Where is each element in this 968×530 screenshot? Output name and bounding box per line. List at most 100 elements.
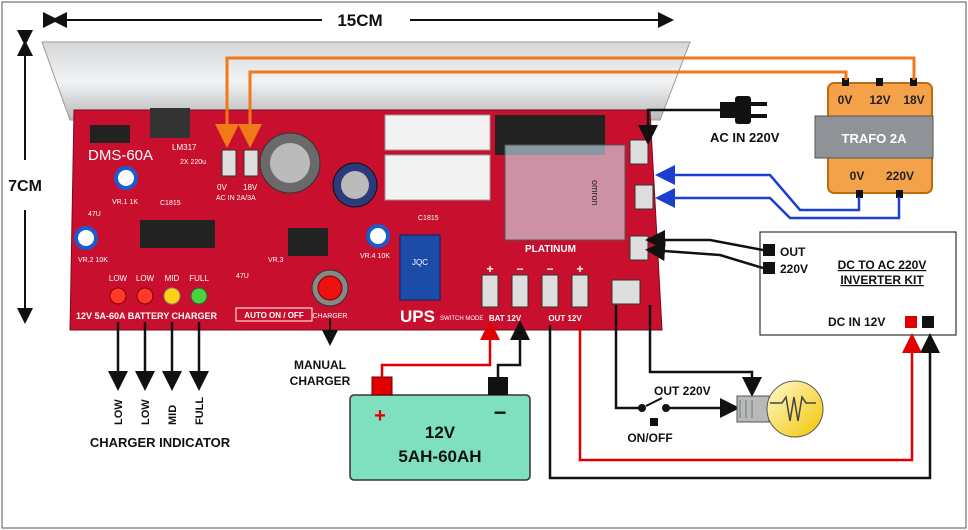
bat-12v-label: BAT 12V [489, 314, 522, 323]
height-label: 7CM [8, 178, 42, 195]
charger-button-label: CHARGER [312, 313, 347, 320]
vr4-trimmer [366, 224, 390, 248]
bat-terminal-plus [481, 274, 499, 308]
on-off-switch[interactable] [638, 397, 670, 426]
cap-label: 2X 220u [180, 159, 206, 166]
battery-capacity: 5AH-60AH [398, 447, 481, 466]
charger-button[interactable] [317, 275, 343, 301]
led-low2 [136, 287, 154, 305]
terminal-mark-1: + [486, 262, 493, 276]
trafo-top-0v: 0V [838, 93, 853, 107]
small-relay [399, 234, 441, 301]
trafo-bottom-0v: 0V [850, 169, 865, 183]
platinum-label: PLATINUM [525, 244, 576, 255]
battery-minus-terminal [488, 377, 508, 395]
transformer: TRAFO 2A 0V 12V 18V 0V 220V [814, 78, 934, 198]
vr4-label: VR.4 10K [360, 253, 390, 260]
vr2-label: VR.2 10K [78, 257, 108, 264]
dc-out-wires [548, 325, 940, 480]
height-dimension: 7CM [8, 30, 42, 324]
blue-wires [655, 165, 901, 220]
indicator-full: FULL [194, 397, 206, 425]
ic-2 [288, 228, 328, 256]
capacitor-large-2-top [341, 171, 369, 199]
led-full [190, 287, 208, 305]
dc-in-label: DC IN 12V [828, 315, 885, 329]
led-low1-label: LOW [109, 274, 128, 283]
indicator-low2: LOW [140, 399, 152, 425]
pcb-board: DMS-60A LM317 2X 220u 0V 18V AC IN 2A/3A… [69, 108, 663, 331]
out-12v-label: OUT 12V [548, 314, 582, 323]
pcb-220v-terminal [634, 184, 654, 210]
ac-terminal-0v [221, 149, 237, 177]
trafo-top-12v: 12V [869, 93, 890, 107]
main-relay [504, 144, 626, 241]
regulator-chip [150, 108, 190, 138]
terminal-mark-4: + [576, 262, 583, 276]
inverter-220v-label: 220V [780, 262, 808, 276]
battery-voltage: 12V [425, 423, 456, 442]
battery-plus-terminal [371, 376, 393, 396]
battery-plus-sign: + [374, 405, 386, 427]
led-low2-label: LOW [136, 274, 155, 283]
ic-1 [140, 220, 215, 248]
led-mid [163, 287, 181, 305]
trafo-title: TRAFO 2A [842, 131, 908, 146]
led-low1 [109, 287, 127, 305]
inductor-1 [384, 114, 491, 151]
ups-title: UPS [400, 307, 435, 326]
pcb-ac-in-terminal [629, 139, 649, 165]
switch-label: ON/OFF [627, 431, 672, 445]
vr1-label: VR.1 1K [112, 199, 138, 206]
dc-in-plus-terminal [905, 316, 917, 328]
inverter-out-terminal-2 [763, 262, 775, 274]
cap-47u-label-a: 47U [88, 211, 101, 218]
indicator-mid: MID [167, 405, 179, 425]
pcb-regulator: LM317 [172, 143, 197, 152]
orange-wires [215, 56, 916, 148]
ac-terminal-18v [243, 149, 259, 177]
width-label: 15CM [337, 11, 382, 30]
ac-in-18v-label: 18V [243, 183, 258, 192]
terminal-mark-2: − [516, 262, 523, 276]
out-220v-wires [614, 305, 762, 418]
relay-brand-label: omron [590, 180, 600, 206]
plug-body [735, 96, 751, 124]
battery: + − 12V 5AH-60AH [349, 376, 531, 481]
indicator-low1: LOW [113, 399, 125, 425]
ac-in-label: AC IN 220V [710, 130, 780, 145]
c1815-label-b: C1815 [418, 215, 439, 222]
switch-mode-label: SWITCH MODE [440, 316, 483, 322]
width-dimension: 15CM [43, 11, 674, 30]
charger-spec-label: 12V 5A-60A BATTERY CHARGER [76, 311, 218, 321]
bulb-icon [736, 380, 824, 438]
inverter-out-label: OUT [780, 245, 806, 259]
indicator-arrows [108, 322, 209, 391]
vr1-trimmer [114, 166, 138, 190]
cap-47u-label-b: 47U [236, 273, 249, 280]
led-full-label: FULL [189, 274, 209, 283]
auto-label-box [235, 307, 313, 322]
out-terminal-plus [571, 274, 589, 308]
ac-in-label: AC IN 2A/3A [216, 195, 256, 202]
auto-on-off-label: AUTO ON / OFF [244, 311, 304, 320]
inverter-kit: OUT 220V DC TO AC 220V INVERTER KIT DC I… [759, 231, 957, 336]
led-mid-label: MID [165, 274, 180, 283]
trafo-top-18v: 18V [903, 93, 924, 107]
manual-label-2: CHARGER [290, 374, 351, 388]
vr2-trimmer [74, 226, 98, 250]
diode [90, 125, 130, 143]
small-relay-label: JQC [412, 258, 428, 267]
capacitor-large-1-top [270, 143, 310, 183]
charger-indicator-label: CHARGER INDICATOR [90, 435, 231, 450]
heatsink [41, 41, 691, 121]
out-terminal-minus [541, 274, 559, 308]
battery-minus-sign: − [494, 400, 507, 425]
inverter-title-2: INVERTER KIT [840, 273, 924, 287]
c1815-label-a: C1815 [160, 200, 181, 207]
inductor-2 [384, 154, 491, 201]
manual-charger-callout: MANUAL CHARGER [290, 318, 351, 388]
manual-label-1: MANUAL [294, 358, 346, 372]
